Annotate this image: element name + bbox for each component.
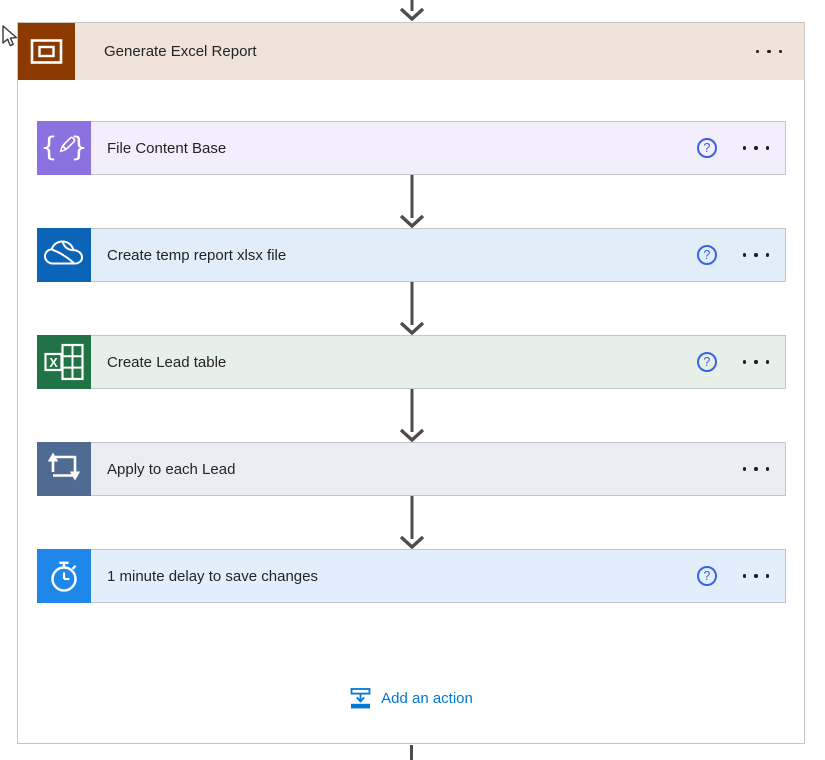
action-label: Apply to each Lead bbox=[107, 460, 236, 478]
onedrive-icon bbox=[37, 228, 91, 282]
help-icon[interactable]: ? bbox=[696, 352, 717, 372]
add-action-label: Add an action bbox=[381, 689, 473, 707]
action-more-options-button[interactable] bbox=[741, 247, 771, 262]
scope-icon bbox=[18, 23, 75, 80]
help-icon[interactable]: ? bbox=[696, 245, 717, 265]
scope-more-options-button[interactable] bbox=[754, 44, 784, 59]
delay-icon bbox=[37, 549, 91, 603]
action-card-loop[interactable]: Apply to each Lead bbox=[37, 442, 786, 496]
action-more-options-button[interactable] bbox=[741, 140, 771, 155]
svg-text:{: { bbox=[40, 132, 57, 163]
scope-header[interactable]: Generate Excel Report bbox=[18, 23, 804, 80]
connector-arrow bbox=[399, 496, 425, 549]
scope-title: Generate Excel Report bbox=[104, 43, 257, 60]
add-action-icon bbox=[349, 687, 372, 710]
outgoing-connector-stem bbox=[410, 745, 413, 760]
svg-text:}: } bbox=[70, 132, 87, 163]
connector-arrow bbox=[399, 175, 425, 228]
connector-arrow bbox=[399, 282, 425, 335]
excel-icon: X bbox=[37, 335, 91, 389]
help-icon[interactable]: ? bbox=[696, 138, 717, 158]
add-action-button[interactable]: Add an action bbox=[18, 685, 804, 711]
scope-container: Generate Excel Report { } bbox=[17, 22, 805, 744]
compose-icon: { } bbox=[37, 121, 91, 175]
action-label: 1 minute delay to save changes bbox=[107, 567, 318, 585]
action-more-options-button[interactable] bbox=[741, 461, 771, 476]
connector-arrow bbox=[399, 389, 425, 442]
action-more-options-button[interactable] bbox=[741, 568, 771, 583]
incoming-connector-arrow bbox=[399, 0, 425, 21]
action-card-compose[interactable]: { } File Content Base ? bbox=[37, 121, 786, 175]
action-label: Create temp report xlsx file bbox=[107, 246, 287, 264]
action-card-delay[interactable]: 1 minute delay to save changes ? bbox=[37, 549, 786, 603]
action-card-excel[interactable]: X Create Lead table ? bbox=[37, 335, 786, 389]
action-label: Create Lead table bbox=[107, 353, 227, 371]
help-icon[interactable]: ? bbox=[696, 566, 717, 586]
action-card-onedrive[interactable]: Create temp report xlsx file ? bbox=[37, 228, 786, 282]
mouse-cursor bbox=[2, 25, 18, 47]
action-more-options-button[interactable] bbox=[741, 354, 771, 369]
svg-text:X: X bbox=[49, 356, 58, 370]
loop-icon bbox=[37, 442, 91, 496]
action-label: File Content Base bbox=[107, 139, 227, 157]
